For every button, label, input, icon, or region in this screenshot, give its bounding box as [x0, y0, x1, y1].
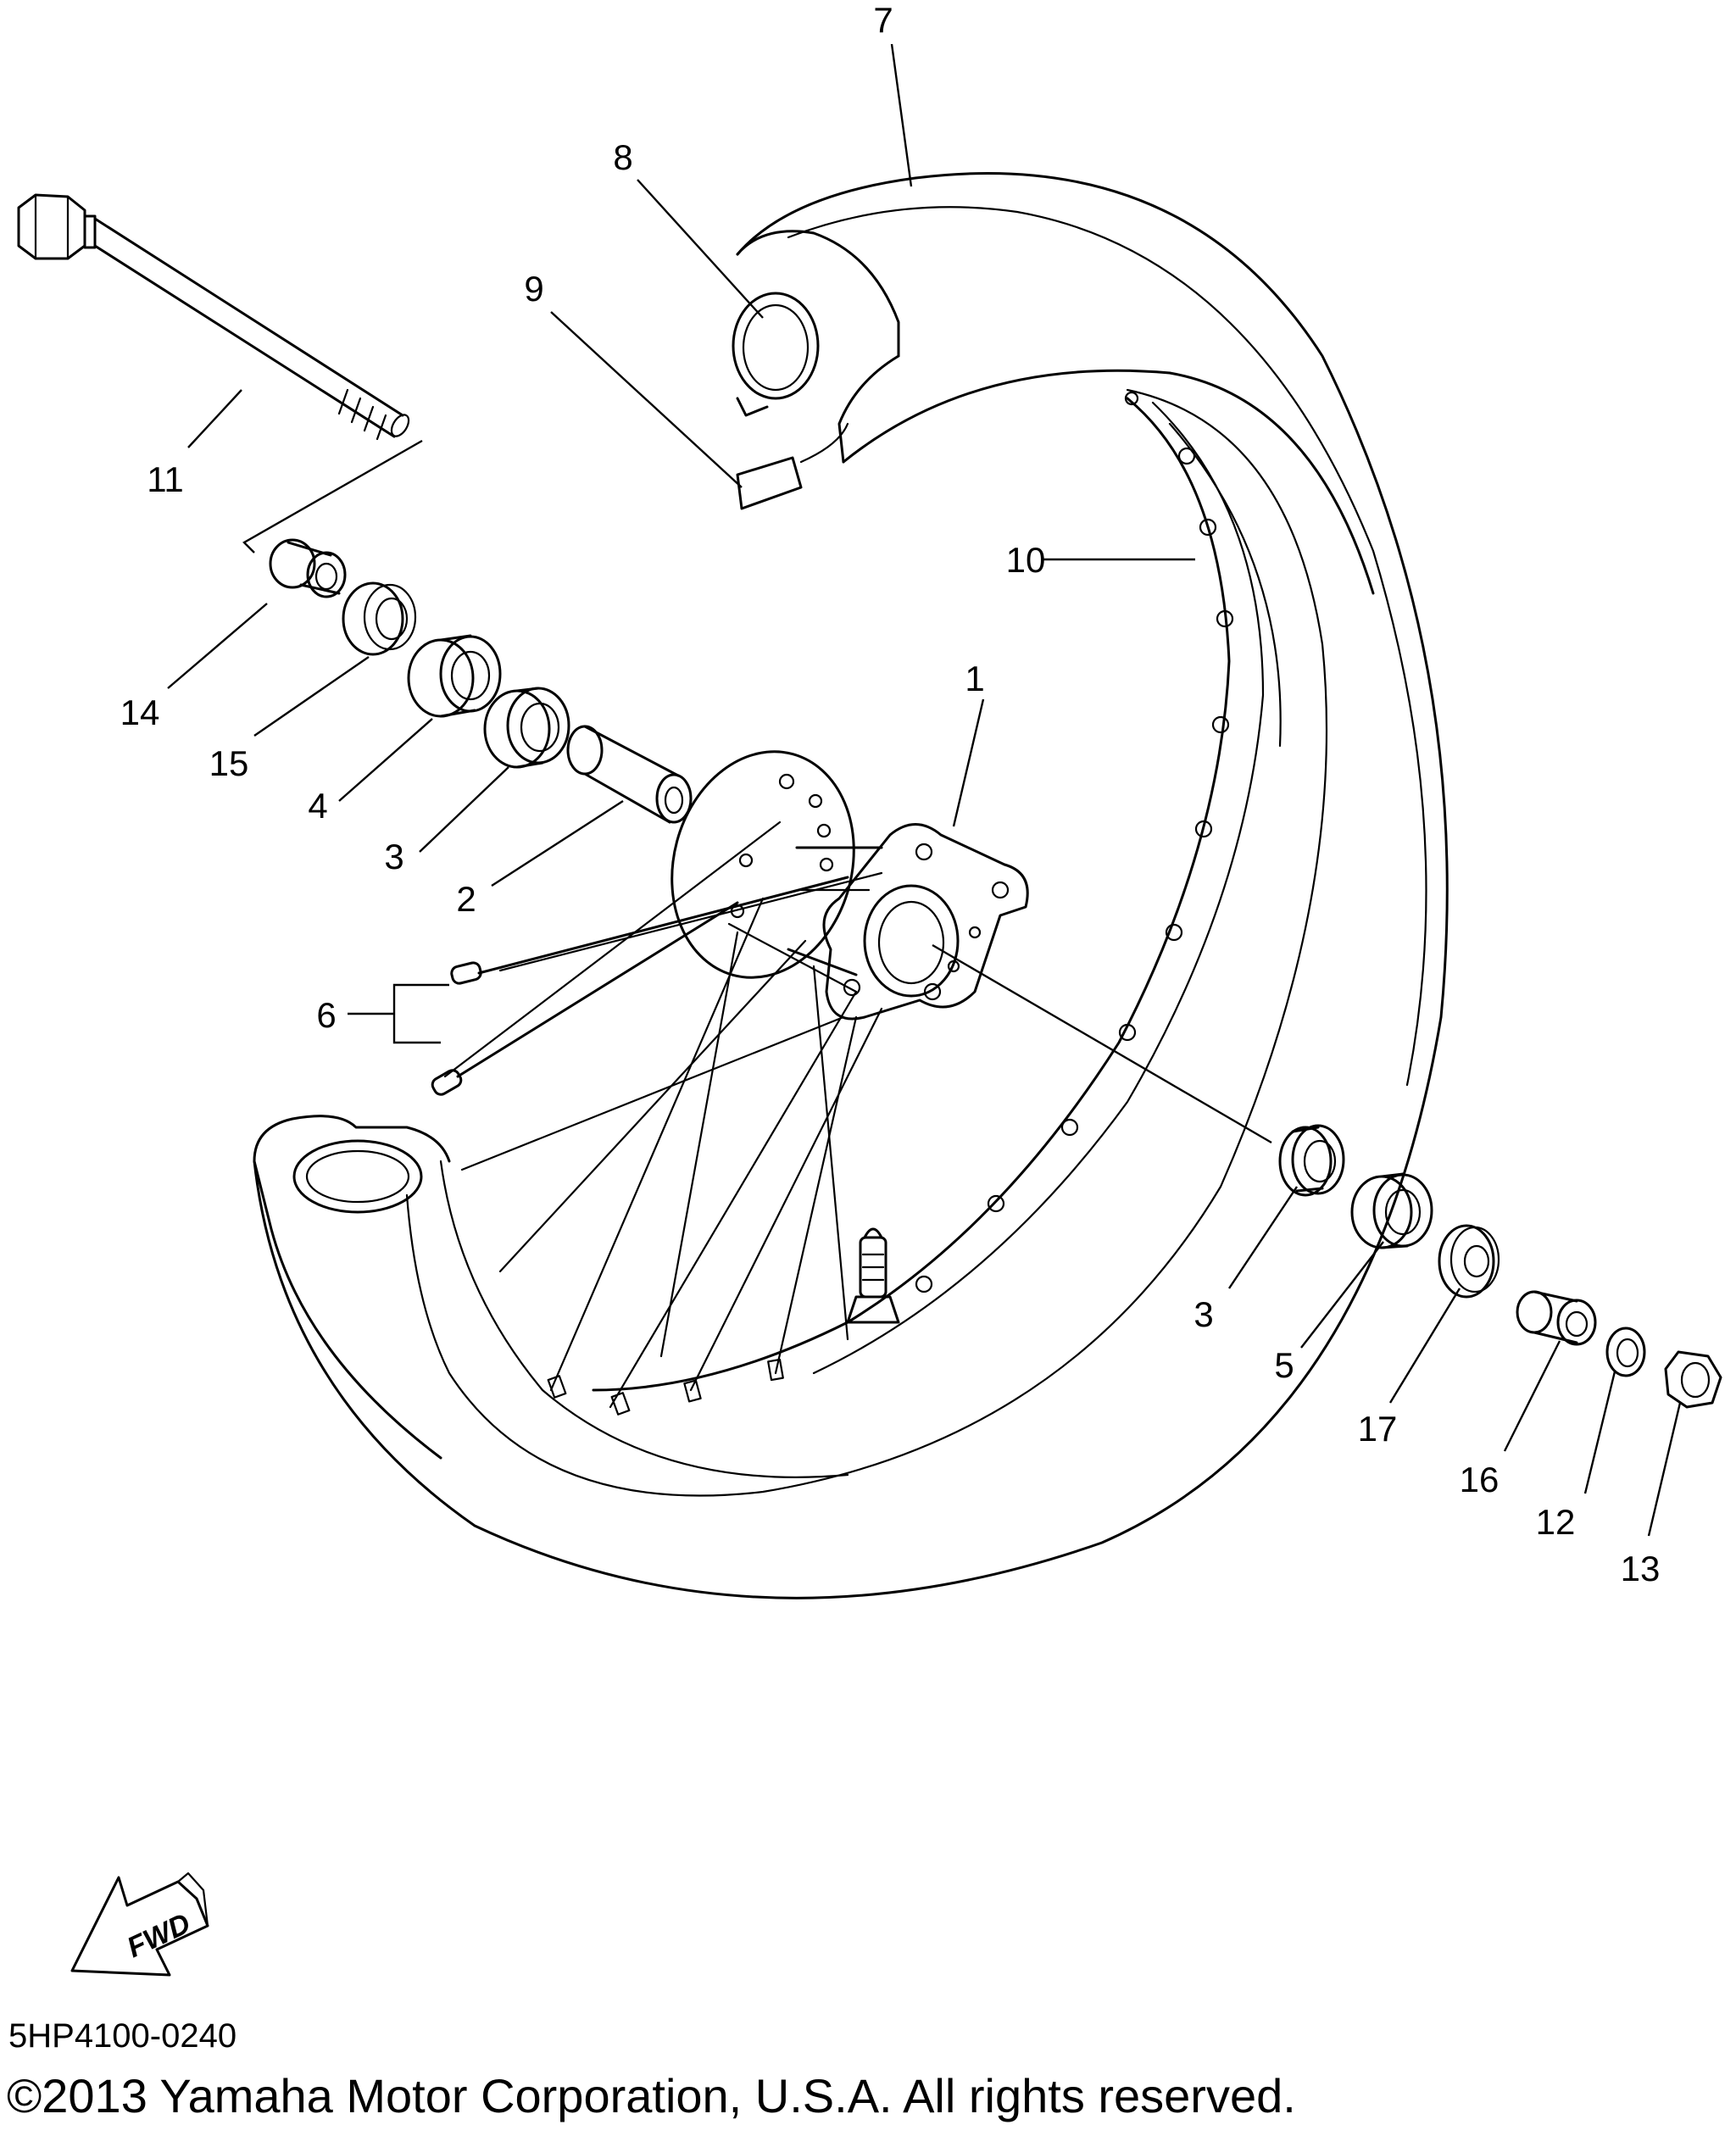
loose-spokes: [431, 876, 849, 1096]
spokes: [443, 820, 883, 1416]
callout-17: 17: [1358, 1409, 1398, 1449]
callout-12: 12: [1536, 1502, 1576, 1542]
callout-labels: 1 2 3 3 4 5 6 7 8 9 10 11 12 13 14 15 16…: [120, 0, 1661, 1588]
callout-4: 4: [308, 786, 327, 826]
leader-lines: [167, 43, 1682, 1537]
nut-13: [1664, 1350, 1722, 1409]
callout-10: 10: [1006, 540, 1046, 580]
callout-11: 11: [147, 459, 184, 499]
callout-5: 5: [1274, 1345, 1294, 1385]
bearing-left-3: [483, 687, 570, 769]
callout-14: 14: [120, 693, 160, 732]
diagram-code: 5HP4100-0240: [8, 2017, 237, 2055]
axle-line-right: [932, 943, 1272, 1144]
hub: [670, 750, 1029, 1021]
axle: [17, 193, 423, 553]
spacer: [566, 725, 693, 824]
callout-16: 16: [1460, 1460, 1500, 1499]
fwd-arrow-icon: FWD: [70, 1872, 209, 1977]
callout-15: 15: [209, 743, 249, 783]
collar-right-16: [1516, 1290, 1597, 1346]
bearing-right-3: [1278, 1124, 1345, 1197]
callout-13: 13: [1621, 1549, 1661, 1588]
callout-3-left: 3: [384, 837, 403, 876]
washer-17: [1438, 1224, 1500, 1299]
callout-3-right: 3: [1194, 1294, 1213, 1334]
valve-stem: [846, 1227, 900, 1324]
callout-1: 1: [965, 659, 984, 698]
callout-9: 9: [524, 269, 543, 309]
copyright-notice: ©2013 Yamaha Motor Corporation, U.S.A. A…: [7, 2069, 1296, 2122]
tire: [253, 172, 1449, 1599]
tube-top-section: [732, 292, 820, 417]
oil-seal-right-5: [1350, 1172, 1433, 1249]
callout-7: 7: [873, 0, 893, 40]
bearing-left-4: [407, 634, 502, 718]
rim-band: [736, 422, 849, 510]
rim-spoke-holes: [915, 391, 1234, 1293]
rim: [592, 391, 1282, 1392]
oil-seal-left: [342, 581, 417, 656]
washer-12: [1605, 1327, 1646, 1377]
callout-6: 6: [316, 995, 336, 1035]
collar-left: [269, 538, 347, 598]
callout-8: 8: [613, 137, 632, 177]
callout-2: 2: [456, 879, 476, 919]
